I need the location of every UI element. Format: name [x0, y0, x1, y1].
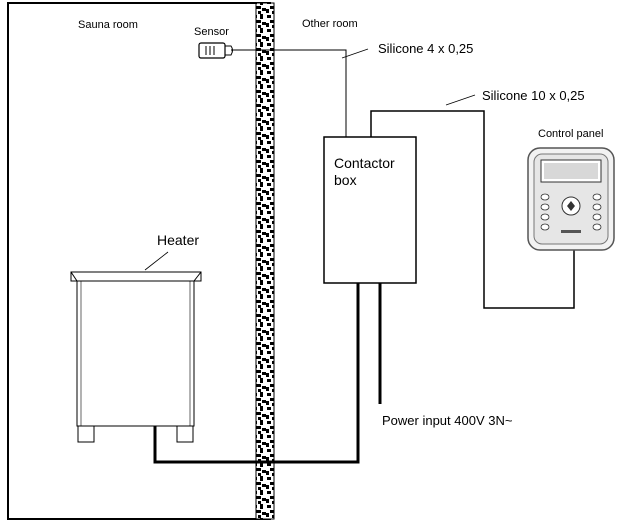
heater-leader — [144, 251, 169, 271]
contactor-box — [323, 136, 417, 284]
heater-icon — [70, 271, 202, 443]
power-input-label: Power input 400V 3N~ — [382, 413, 513, 428]
other-room-label: Other room — [302, 18, 358, 30]
contactor-label-line2: box — [334, 172, 357, 188]
silicone-10-leader — [445, 94, 476, 106]
control-panel-cable — [370, 110, 575, 309]
control-panel-icon — [527, 147, 615, 251]
sauna-room-boundary — [7, 2, 271, 520]
sensor-label: Sensor — [194, 26, 229, 38]
sensor-icon — [198, 42, 233, 59]
sensor-cable — [231, 49, 347, 137]
silicone-4-leader — [341, 48, 369, 59]
contactor-label-line1: Contactor — [334, 155, 395, 171]
control-panel-label: Control panel — [538, 128, 603, 140]
heater-label: Heater — [157, 232, 199, 248]
silicone-4-label: Silicone 4 x 0,25 — [378, 41, 473, 56]
sauna-room-label: Sauna room — [78, 19, 138, 31]
silicone-10-label: Silicone 10 x 0,25 — [482, 88, 585, 103]
wall — [255, 2, 275, 520]
heater-cable — [153, 283, 360, 464]
